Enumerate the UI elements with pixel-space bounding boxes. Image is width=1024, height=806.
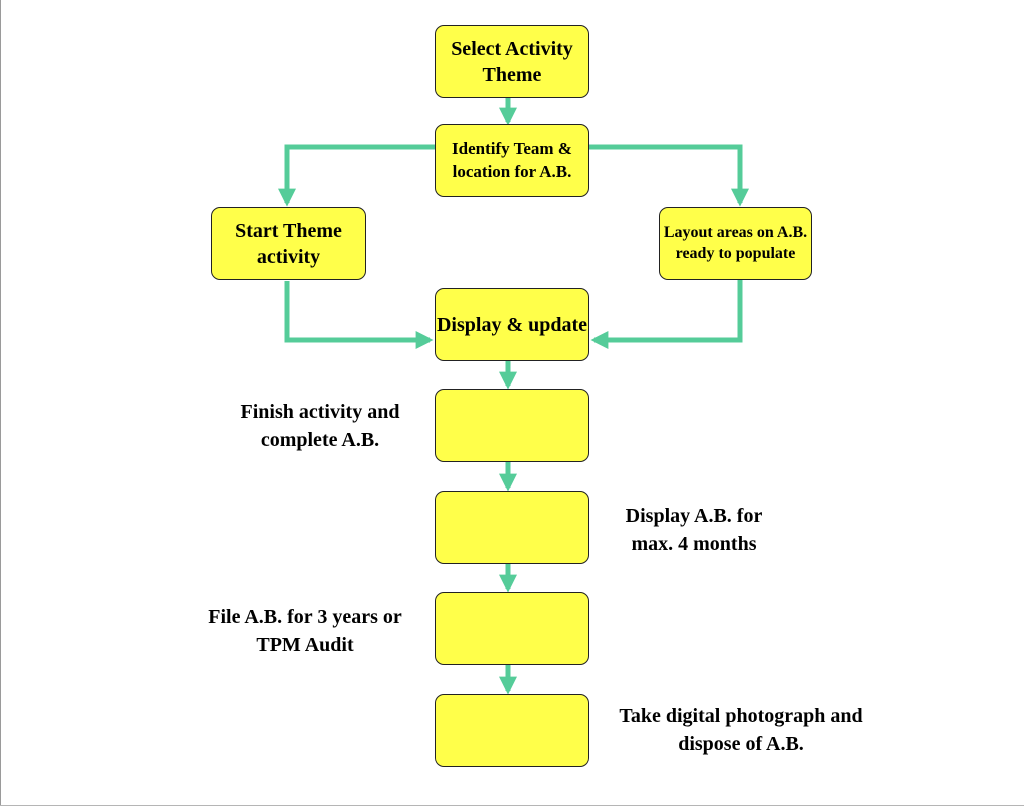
arrow-identify-to-start bbox=[278, 144, 435, 207]
arrow-layout-to-display bbox=[590, 280, 743, 349]
layout-areas-box: Layout areas on A.B. ready to populate bbox=[659, 207, 812, 280]
page-left-edge bbox=[0, 0, 1, 806]
photo-dispose-note: Take digital photograph and dispose of A… bbox=[619, 705, 863, 755]
arrow-start-to-display bbox=[284, 281, 434, 349]
file-step-box bbox=[435, 592, 589, 665]
select-activity-theme-box: Select Activity Theme bbox=[435, 25, 589, 98]
finish-activity-note: Finish activity and complete A.B. bbox=[240, 401, 400, 451]
display-max-note: Display A.B. for max. 4 months bbox=[625, 505, 763, 555]
display-max-step-box bbox=[435, 491, 589, 564]
finish-activity-step-box bbox=[435, 389, 589, 462]
start-theme-activity-label: Start Theme activity bbox=[235, 219, 342, 268]
start-theme-activity-box: Start Theme activity bbox=[211, 207, 366, 280]
select-activity-theme-label: Select Activity Theme bbox=[451, 37, 573, 86]
display-update-label: Display & update bbox=[436, 313, 588, 336]
arrow-identify-to-layout bbox=[589, 144, 749, 207]
layout-areas-label: Layout areas on A.B. ready to populate bbox=[663, 223, 808, 262]
display-update-box: Display & update bbox=[435, 288, 589, 361]
identify-team-label: Identify Team & location for A.B. bbox=[452, 139, 572, 181]
photo-dispose-step-box bbox=[435, 694, 589, 767]
identify-team-box: Identify Team & location for A.B. bbox=[435, 124, 589, 197]
file-note: File A.B. for 3 years or TPM Audit bbox=[208, 606, 402, 656]
